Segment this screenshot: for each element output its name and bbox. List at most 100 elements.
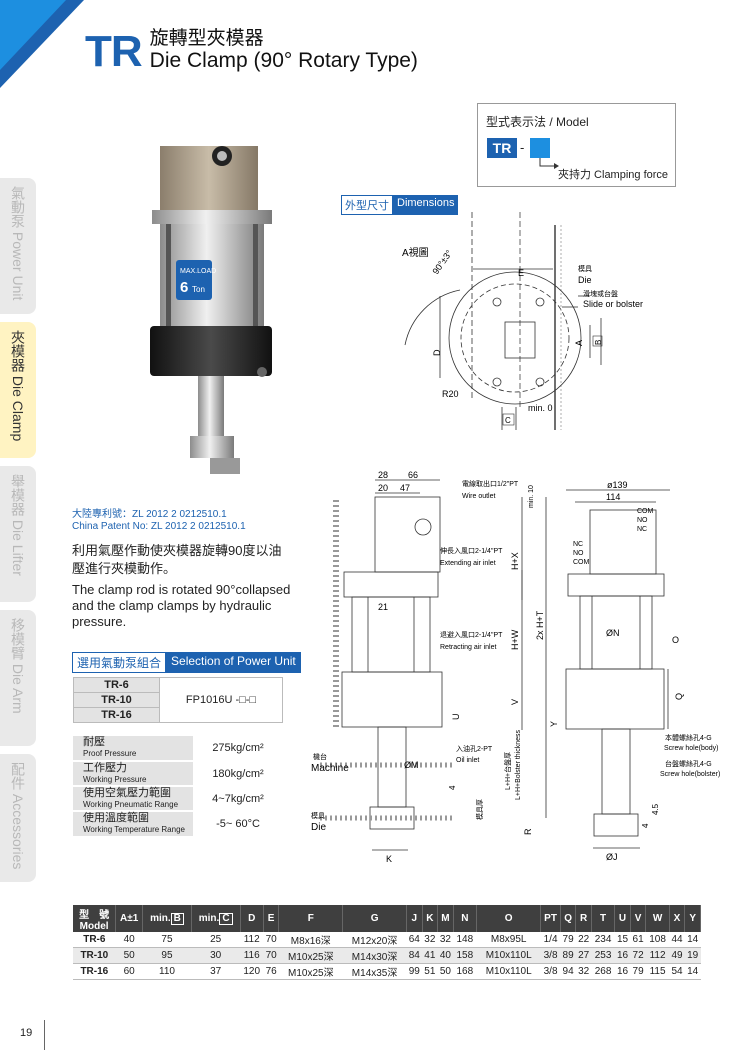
col-header: F bbox=[278, 905, 344, 932]
dim-4-side: 4 bbox=[448, 785, 457, 790]
table-cell: 61 bbox=[630, 932, 646, 948]
col-header: Q bbox=[560, 905, 577, 932]
dim-b: B bbox=[594, 340, 603, 345]
table-cell: 64 bbox=[406, 932, 423, 948]
table-cell: 70 bbox=[263, 947, 279, 964]
table-cell: 112 bbox=[240, 932, 264, 948]
screw-body-zh: 本體螺絲孔4-G bbox=[665, 733, 712, 742]
slide-zh: 滑塊或台盤 bbox=[583, 289, 618, 298]
die-zh: 模具 bbox=[578, 264, 592, 273]
dim-e: E bbox=[518, 268, 524, 278]
dim-d: D bbox=[432, 349, 442, 356]
model-designation-box: 型式表示法 / Model TR - 夾持力 Clamping force bbox=[477, 103, 676, 187]
dim-hw: H+W bbox=[510, 629, 520, 650]
model-prefix: TR bbox=[487, 138, 517, 158]
table-cell: 79 bbox=[630, 963, 646, 980]
slide-en: Slide or bolster bbox=[583, 299, 643, 309]
col-header: K bbox=[422, 905, 439, 932]
title-zh: 旋轉型夾模器 bbox=[149, 28, 264, 49]
tab-die-lifter[interactable]: 舉模器 Die Lifter bbox=[0, 466, 36, 602]
table-cell: 108 bbox=[645, 932, 670, 948]
table-cell: 1/4 bbox=[540, 932, 561, 948]
terminal-no-2: NO bbox=[573, 550, 584, 557]
table-cell: 110 bbox=[142, 963, 192, 980]
dim-n: ØN bbox=[606, 628, 620, 638]
arrow-icon bbox=[539, 158, 559, 169]
table-cell: 44 bbox=[669, 932, 685, 948]
patent-en: China Patent No: ZL 2012 2 0212510.1 bbox=[72, 521, 246, 532]
ext-inlet-en: Extending air inlet bbox=[440, 560, 496, 567]
table-cell: TR-10 bbox=[73, 947, 116, 964]
table-cell: 19 bbox=[684, 947, 701, 964]
power-unit-heading: 選用氣動泵組合 Selection of Power Unit bbox=[72, 652, 301, 673]
col-header: V bbox=[630, 905, 647, 932]
table-cell: 22 bbox=[575, 932, 592, 948]
table-cell: 89 bbox=[560, 947, 576, 964]
tab-die-clamp[interactable]: 夾模器 Die Clamp bbox=[0, 322, 36, 458]
table-cell: 99 bbox=[406, 963, 423, 980]
ext-inlet-zh: 伸長入風口2-1/4"PT bbox=[440, 546, 503, 555]
power-unit-title-en: Selection of Power Unit bbox=[166, 652, 301, 673]
ret-inlet-en: Retracting air inlet bbox=[440, 644, 496, 651]
table-cell: 148 bbox=[453, 932, 477, 948]
pu-model-tr6: TR-6 bbox=[73, 677, 160, 693]
table-cell: 253 bbox=[591, 947, 615, 964]
side-die-zh: 模具 bbox=[311, 811, 325, 820]
side-die-en: Die bbox=[311, 822, 326, 833]
col-header: W bbox=[645, 905, 670, 932]
col-header: T bbox=[591, 905, 616, 932]
table-cell: 94 bbox=[560, 963, 576, 980]
table-cell: M10x110L bbox=[476, 947, 541, 964]
table-cell: 158 bbox=[453, 947, 477, 964]
die-thickness: 模具厚 bbox=[475, 799, 484, 820]
table-cell: M8x16深 bbox=[278, 932, 343, 948]
table-cell: 84 bbox=[406, 947, 423, 964]
table-cell: 14 bbox=[684, 932, 701, 948]
table-cell: 50 bbox=[115, 947, 143, 964]
col-header: G bbox=[342, 905, 407, 932]
table-cell: M12x20深 bbox=[342, 932, 407, 948]
terminal-no-1: NO bbox=[637, 517, 648, 524]
page-divider bbox=[44, 1020, 45, 1050]
page-number: 19 bbox=[20, 1027, 33, 1039]
col-header: J bbox=[406, 905, 423, 932]
table-cell: 30 bbox=[191, 947, 241, 964]
dim-min10: min. 10 bbox=[528, 485, 535, 508]
page-header: TR 旋轉型夾模器 Die Clamp (90° Rotary Type) bbox=[85, 28, 418, 74]
ret-inlet-zh: 退避入風口2-1/4"PT bbox=[440, 630, 503, 639]
dim-k: K bbox=[386, 854, 392, 864]
table-cell: M10x25深 bbox=[278, 963, 343, 980]
table-cell: 50 bbox=[437, 963, 454, 980]
table-cell: 3/8 bbox=[540, 963, 561, 980]
table-cell: 14 bbox=[684, 963, 701, 980]
view-a-label: A視圖 bbox=[402, 246, 429, 259]
table-cell: 32 bbox=[422, 932, 438, 948]
table-cell: 115 bbox=[645, 963, 670, 980]
tab-die-arm[interactable]: 移模臂 Die Arm bbox=[0, 610, 36, 746]
pu-model-tr10: TR-10 bbox=[73, 692, 160, 708]
dim-21: 21 bbox=[378, 602, 388, 612]
tab-accessories[interactable]: 配件 Accessories bbox=[0, 754, 36, 882]
wire-en: Wire outlet bbox=[462, 493, 496, 500]
col-header: M bbox=[437, 905, 454, 932]
photo-badge-unit: Ton bbox=[192, 285, 205, 294]
col-header: N bbox=[453, 905, 478, 932]
dim-139: ø139 bbox=[607, 480, 628, 490]
dim-28: 28 bbox=[378, 470, 388, 480]
table-cell: 25 bbox=[191, 932, 241, 948]
table-cell: 37 bbox=[191, 963, 241, 980]
dim-4-front: 4 bbox=[641, 823, 650, 828]
table-cell: 72 bbox=[630, 947, 646, 964]
oil-inlet-en: Oil inlet bbox=[456, 757, 479, 764]
tab-power-unit[interactable]: 氣動泵 Power Unit bbox=[0, 178, 36, 314]
dimensions-label-zh: 外型尺寸 bbox=[341, 195, 393, 215]
col-header: E bbox=[263, 905, 280, 932]
table-cell: M8x95L bbox=[476, 932, 541, 948]
